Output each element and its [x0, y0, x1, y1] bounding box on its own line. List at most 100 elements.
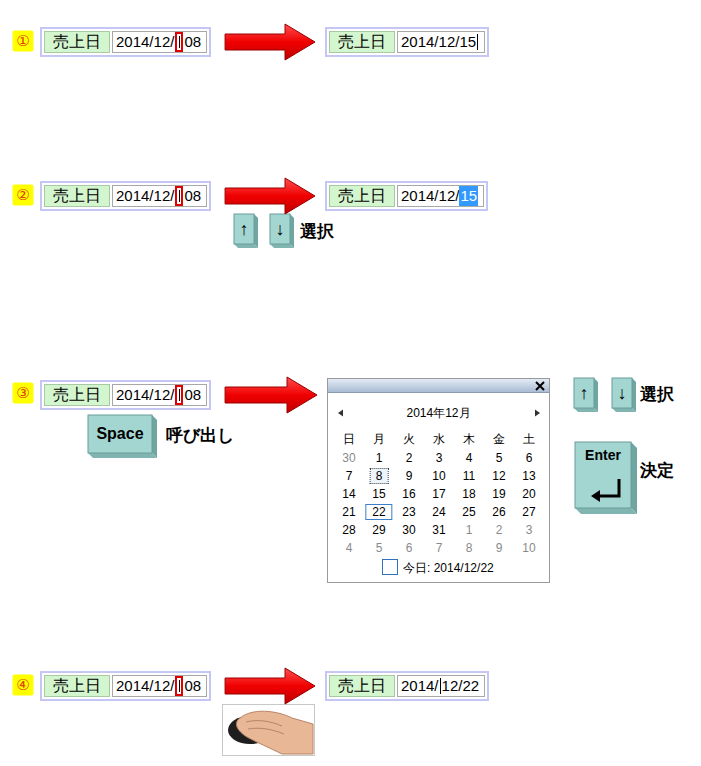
- date-input: 2014/12/08: [112, 185, 207, 207]
- field-label: 売上日: [44, 31, 110, 53]
- calendar-today: 今日: 2014/12/22: [403, 561, 494, 575]
- date-text: 2014/12/: [116, 32, 174, 52]
- calendar-day: 28: [339, 522, 358, 538]
- date-field: 売上日2014/12/08: [40, 27, 211, 57]
- key-side: [152, 415, 157, 458]
- date-field: 売上日2014/12/08: [40, 671, 211, 701]
- weekday-header: 木: [460, 431, 478, 447]
- field-label: 売上日: [44, 185, 110, 207]
- key-face: [88, 415, 152, 453]
- key-side: [631, 442, 637, 514]
- key-cap: ↑: [234, 214, 254, 244]
- calendar-day: 27: [519, 504, 538, 520]
- calendar-day: 10: [519, 540, 538, 556]
- key-text: ↓: [276, 219, 285, 240]
- key-side: [612, 408, 636, 412]
- date-input: 2014/12/22: [397, 675, 485, 697]
- calendar-day: 26: [489, 504, 508, 520]
- key-face: [234, 214, 254, 244]
- key-cap-up: [574, 378, 598, 412]
- calendar-day: 1: [463, 522, 476, 538]
- calendar-day: 2: [493, 522, 506, 538]
- key-face: [270, 214, 290, 244]
- key-side: [290, 214, 294, 248]
- key-side: [88, 453, 157, 458]
- key-cap: Enter: [575, 442, 631, 508]
- action-label: 選択: [300, 222, 334, 242]
- field-label: 売上日: [329, 675, 395, 697]
- field-label: 売上日: [329, 31, 395, 53]
- callout-number: ④: [13, 675, 34, 696]
- prev-month-arrow: [338, 410, 343, 417]
- date-field: 売上日2014/12/08: [40, 181, 211, 211]
- text-caret: [440, 678, 441, 694]
- calendar-day: 23: [399, 504, 418, 520]
- key-cap-down: [612, 378, 636, 412]
- calendar-month: 2014年12月: [328, 406, 549, 420]
- key-side: [632, 378, 636, 412]
- date-input: 2014/12/08: [112, 675, 207, 697]
- cursor-highlight: [175, 32, 183, 52]
- key-text: Enter: [585, 447, 621, 463]
- weekday-header: 月: [370, 431, 388, 447]
- date-text: 12/22: [442, 676, 480, 696]
- key-cap: ↓: [612, 378, 632, 408]
- weekday-header: 金: [490, 431, 508, 447]
- key-cap: ↑: [574, 378, 594, 408]
- calendar-day: 21: [339, 504, 358, 520]
- calendar-day: 5: [373, 540, 386, 556]
- key-cap: Space: [88, 415, 152, 453]
- key-cap-up: [234, 214, 258, 248]
- calendar-day: 9: [403, 468, 416, 484]
- date-text: 08: [184, 32, 201, 52]
- calendar-day: 30: [399, 522, 418, 538]
- calendar-day: 13: [519, 468, 538, 484]
- key-side: [254, 214, 258, 248]
- titlebar-rule: [328, 392, 549, 393]
- key-text: ↑: [240, 219, 249, 240]
- key-text: Space: [96, 425, 143, 443]
- calendar-day: 31: [429, 522, 448, 538]
- calendar-day: 2: [403, 450, 416, 466]
- date-text: 2014/12/: [116, 385, 174, 405]
- return-symbol: [598, 479, 619, 496]
- calendar-day: 7: [433, 540, 446, 556]
- flow-arrow: [225, 668, 315, 704]
- action-label: 選択: [640, 385, 674, 405]
- today-marker: [383, 560, 398, 575]
- calendar-day: 8: [370, 468, 389, 484]
- date-input: 2014/12/08: [112, 31, 207, 53]
- calendar-day: 11: [460, 468, 478, 484]
- text-caret: [477, 34, 478, 50]
- selected-text: 15: [459, 186, 478, 206]
- callout-number: ②: [13, 185, 34, 206]
- calendar-day: 4: [343, 540, 356, 556]
- key-side: [594, 378, 598, 412]
- next-month-arrow: [535, 410, 540, 417]
- key-face: [612, 378, 632, 408]
- date-field: 売上日2014/12/15: [325, 181, 488, 211]
- action-label: 呼び出し: [166, 426, 234, 446]
- callout-number: ①: [13, 31, 34, 52]
- calendar-day: 8: [463, 540, 476, 556]
- field-label: 売上日: [329, 185, 395, 207]
- key-cap-enter: [575, 442, 637, 514]
- key-side: [575, 508, 637, 514]
- calendar-day: 22: [365, 504, 392, 520]
- calendar-day: 30: [339, 450, 358, 466]
- key-side: [270, 244, 294, 248]
- calendar-ground: [327, 378, 550, 583]
- cursor-highlight: [175, 676, 183, 696]
- calendar-day: 5: [493, 450, 506, 466]
- date-text: 08: [184, 676, 201, 696]
- calendar-day: 1: [373, 450, 386, 466]
- calendar-day: 6: [523, 450, 536, 466]
- date-text: 2014/12/: [116, 676, 174, 696]
- weekday-header: 土: [520, 431, 538, 447]
- key-cap-space: [88, 415, 157, 458]
- calendar-day: 19: [489, 486, 508, 502]
- calendar-day: 9: [493, 540, 506, 556]
- key-face: [575, 442, 631, 508]
- field-label: 売上日: [44, 384, 110, 406]
